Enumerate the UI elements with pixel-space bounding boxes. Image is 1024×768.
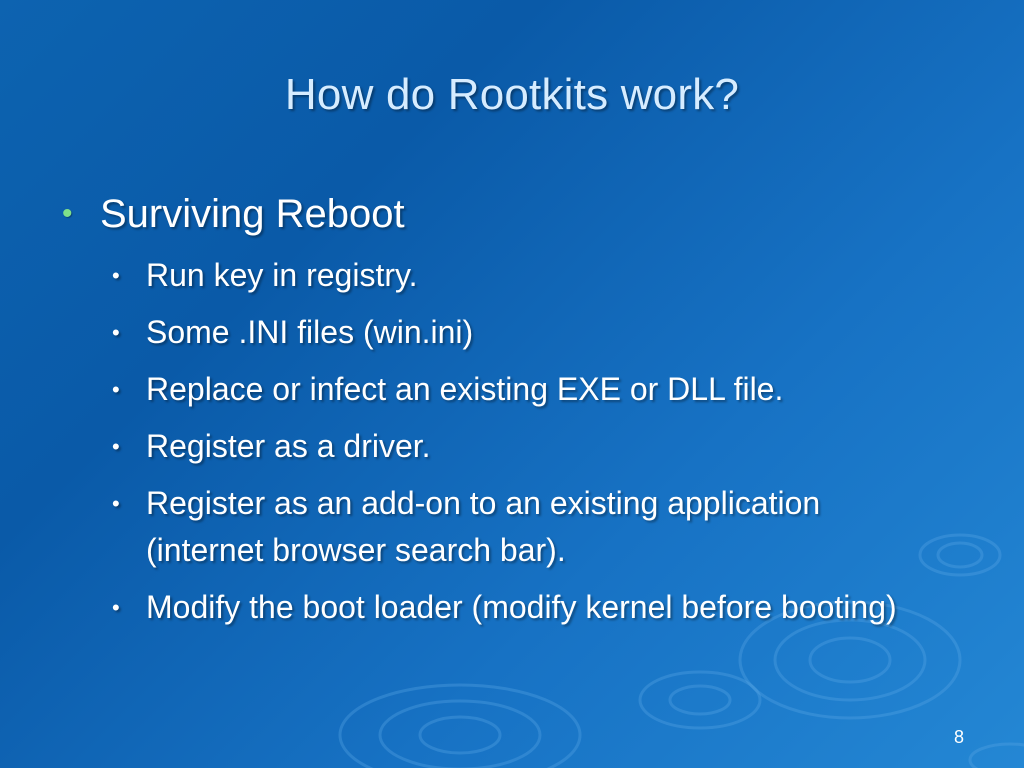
sub-bullet-dot-icon: •	[112, 377, 120, 402]
sub-bullet-dot-icon: •	[112, 434, 120, 459]
sub-bullet-list: • Run key in registry. • Some .INI files…	[112, 252, 962, 631]
sub-bullet-dot-icon: •	[112, 491, 120, 516]
sub-bullet-item: • Some .INI files (win.ini)	[112, 309, 946, 356]
sub-bullet-text: Register as an add-on to an existing app…	[146, 485, 821, 568]
bullet-surviving-reboot: • Surviving Reboot	[62, 190, 962, 238]
sub-bullet-text: Run key in registry.	[146, 257, 418, 293]
sub-bullet-item: • Register as an add-on to an existing a…	[112, 480, 946, 574]
bullet-dot-icon: •	[62, 197, 73, 230]
slide-body: • Surviving Reboot • Run key in registry…	[62, 190, 962, 641]
sub-bullet-text: Some .INI files (win.ini)	[146, 314, 474, 350]
bullet-text: Surviving Reboot	[100, 192, 405, 236]
sub-bullet-dot-icon: •	[112, 595, 120, 620]
sub-bullet-text: Modify the boot loader (modify kernel be…	[146, 589, 897, 625]
sub-bullet-dot-icon: •	[112, 263, 120, 288]
sub-bullet-text: Replace or infect an existing EXE or DLL…	[146, 371, 784, 407]
slide-page-number: 8	[953, 727, 964, 747]
sub-bullet-item: • Register as a driver.	[112, 423, 946, 470]
sub-bullet-dot-icon: •	[112, 320, 120, 345]
sub-bullet-text: Register as a driver.	[146, 428, 431, 464]
sub-bullet-item: • Modify the boot loader (modify kernel …	[112, 584, 946, 631]
sub-bullet-item: • Replace or infect an existing EXE or D…	[112, 366, 946, 413]
slide-title: How do Rootkits work?	[284, 70, 740, 119]
sub-bullet-item: • Run key in registry.	[112, 252, 946, 299]
